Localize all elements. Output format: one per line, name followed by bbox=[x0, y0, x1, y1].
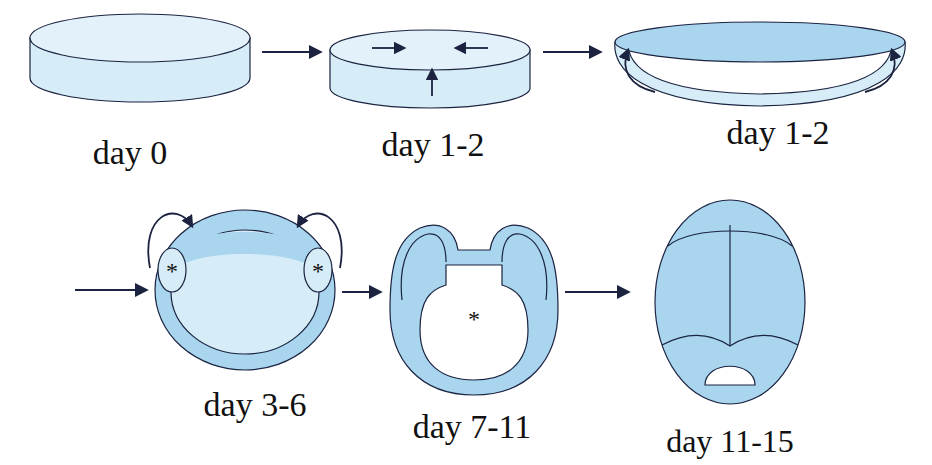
pocket-marker: * bbox=[166, 258, 178, 284]
stage-label: day 1-2 bbox=[382, 126, 485, 163]
stage-label: day 0 bbox=[93, 134, 168, 171]
cavity-marker: * bbox=[468, 306, 480, 332]
pocket-marker: * bbox=[312, 258, 324, 284]
stage-label: day 3-6 bbox=[204, 386, 307, 423]
stage-label: day 11-15 bbox=[666, 424, 794, 459]
stage-label: day 7-11 bbox=[413, 408, 532, 445]
stage-label: day 1-2 bbox=[727, 114, 830, 151]
